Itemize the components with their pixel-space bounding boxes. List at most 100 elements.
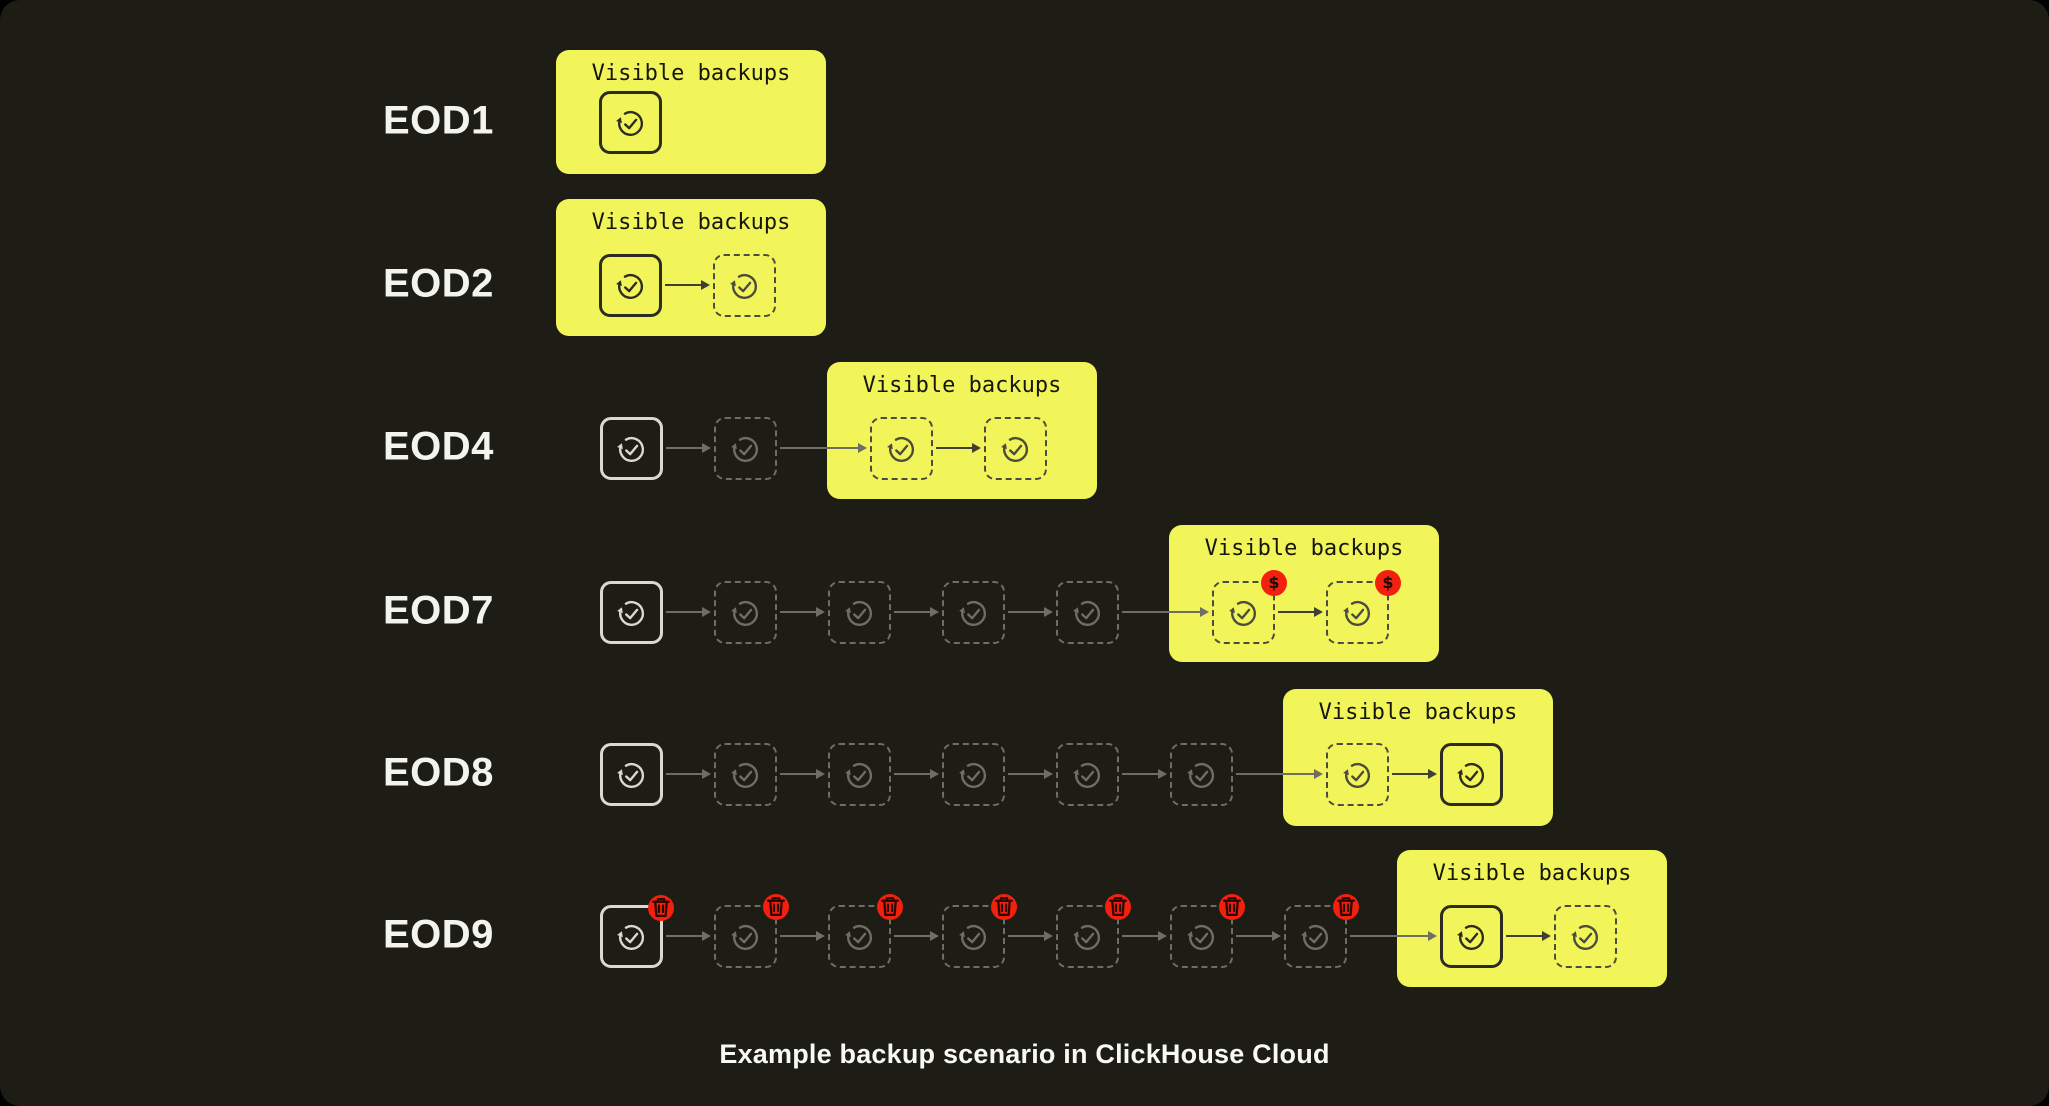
- trash-icon: [1109, 897, 1127, 916]
- badge-trash: [1219, 893, 1245, 920]
- backup-icon: [714, 416, 777, 480]
- arrow-connector: [1122, 773, 1159, 775]
- arrow-head-icon: [1314, 606, 1323, 617]
- badge-trash: [763, 893, 789, 920]
- trash-icon: [652, 898, 670, 917]
- restore-arrow-check-icon: [616, 110, 643, 136]
- backup-icon: [1326, 742, 1389, 806]
- arrow-connector: [894, 611, 931, 613]
- arrow-connector: [666, 447, 703, 449]
- row-label-eod4: EOD4: [383, 424, 494, 469]
- backup-icon: [828, 580, 891, 644]
- arrow-head-icon: [972, 442, 981, 453]
- backup-icon: $: [1212, 569, 1287, 644]
- visible-backups-box: Visible backups: [1397, 850, 1667, 987]
- restore-arrow-check-icon: [1073, 600, 1100, 626]
- badge-trash: [648, 894, 674, 921]
- visible-backups-box: Visible backups: [556, 199, 826, 336]
- arrow-connector: [666, 611, 703, 613]
- arrow-head-icon: [1200, 606, 1209, 617]
- restore-arrow-check-icon: [1343, 600, 1370, 626]
- arrow-connector: [894, 773, 931, 775]
- restore-arrow-check-icon: [731, 436, 758, 462]
- backup-icon: [713, 253, 776, 317]
- restore-arrow-check-icon: [1571, 924, 1598, 950]
- restore-arrow-check-icon: [1073, 924, 1100, 950]
- restore-arrow-check-icon: [617, 924, 644, 950]
- arrow-head-icon: [816, 768, 825, 779]
- backup-icon: [599, 90, 662, 154]
- arrow-head-icon: [702, 930, 711, 941]
- row-label-eod9: EOD9: [383, 912, 494, 957]
- backup-icon: $: [1326, 569, 1401, 644]
- arrow-head-icon: [702, 442, 711, 453]
- row-label-eod7: EOD7: [383, 588, 494, 633]
- backup-icon: [1170, 742, 1233, 806]
- arrow-connector: [1122, 935, 1159, 937]
- visible-backups-box: Visible backups: [1283, 689, 1553, 826]
- backup-icon: [1284, 893, 1359, 968]
- restore-arrow-check-icon: [617, 436, 644, 462]
- restore-arrow-check-icon: [1301, 924, 1328, 950]
- restore-arrow-check-icon: [1457, 924, 1484, 950]
- restore-arrow-check-icon: [1187, 924, 1214, 950]
- arrow-head-icon: [1044, 930, 1053, 941]
- arrow-head-icon: [1158, 768, 1167, 779]
- arrow-connector: [1008, 935, 1045, 937]
- arrow-head-icon: [701, 279, 710, 290]
- arrow-head-icon: [1314, 768, 1323, 779]
- arrow-head-icon: [930, 930, 939, 941]
- arrow-connector: [780, 773, 817, 775]
- arrow-connector: [780, 447, 859, 449]
- backup-icon: [600, 416, 663, 480]
- restore-arrow-check-icon: [1457, 762, 1484, 788]
- arrow-connector: [1392, 773, 1429, 775]
- arrow-connector: [780, 611, 817, 613]
- arrow-head-icon: [930, 606, 939, 617]
- restore-arrow-check-icon: [731, 600, 758, 626]
- trash-icon: [995, 897, 1013, 916]
- backup-icon: [828, 742, 891, 806]
- backup-icon: [714, 742, 777, 806]
- restore-arrow-check-icon: [845, 600, 872, 626]
- arrow-connector: [1278, 611, 1315, 613]
- backup-icon: [714, 893, 789, 968]
- arrow-connector: [1236, 773, 1315, 775]
- backup-icon: [1554, 904, 1617, 968]
- restore-arrow-check-icon: [731, 924, 758, 950]
- arrow-head-icon: [1158, 930, 1167, 941]
- backup-icon: [600, 580, 663, 644]
- badge-trash: [991, 893, 1017, 920]
- visible-backups-title: Visible backups: [591, 61, 791, 86]
- restore-arrow-check-icon: [616, 273, 643, 299]
- arrow-head-icon: [1542, 930, 1551, 941]
- restore-arrow-check-icon: [1229, 600, 1256, 626]
- row-label-eod1: EOD1: [383, 98, 494, 143]
- restore-arrow-check-icon: [1001, 436, 1028, 462]
- visible-backups-title: Visible backups: [1318, 700, 1518, 725]
- arrow-head-icon: [702, 768, 711, 779]
- arrow-connector: [1122, 611, 1201, 613]
- dollar-sign: $: [1268, 572, 1280, 592]
- arrow-connector: [1008, 611, 1045, 613]
- trash-icon: [1223, 897, 1241, 916]
- visible-backups-title: Visible backups: [1432, 861, 1632, 886]
- restore-arrow-check-icon: [959, 600, 986, 626]
- restore-arrow-check-icon: [730, 273, 757, 299]
- backup-icon: [942, 893, 1017, 968]
- row-label-eod2: EOD2: [383, 261, 494, 306]
- arrow-head-icon: [1428, 930, 1437, 941]
- diagram-caption: Example backup scenario in ClickHouse Cl…: [719, 1039, 1330, 1069]
- trash-icon: [767, 897, 785, 916]
- trash-icon: [1337, 897, 1355, 916]
- row-label-eod8: EOD8: [383, 750, 494, 795]
- visible-backups-title: Visible backups: [862, 373, 1062, 398]
- backup-icon: [1170, 893, 1245, 968]
- backup-icon: [1056, 742, 1119, 806]
- arrow-head-icon: [1044, 768, 1053, 779]
- backup-icon: [599, 253, 662, 317]
- backup-icon: [942, 580, 1005, 644]
- visible-backups-title: Visible backups: [1204, 536, 1404, 561]
- backup-icon: [714, 580, 777, 644]
